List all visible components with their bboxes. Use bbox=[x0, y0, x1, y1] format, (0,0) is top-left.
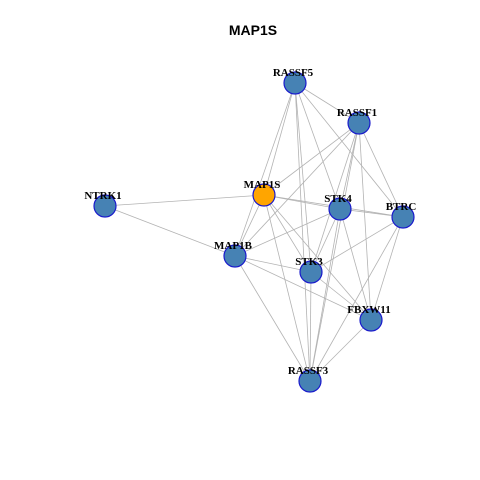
node-circle-rassf5 bbox=[283, 71, 307, 95]
node-circle-stk4 bbox=[328, 197, 352, 221]
edge-stk3-rassf3 bbox=[309, 271, 312, 382]
node-rassf1: RASSF1 bbox=[337, 107, 377, 135]
node-label-rassf1: RASSF1 bbox=[337, 107, 377, 119]
edge-rassf1-fbxw11 bbox=[358, 122, 372, 321]
edge-map1b-stk3 bbox=[234, 255, 312, 273]
edge-ntrk1-map1b bbox=[104, 205, 236, 257]
edge-rassf1-stk4 bbox=[339, 122, 360, 210]
node-circle-btrc bbox=[391, 205, 415, 229]
edge-btrc-fbxw11 bbox=[370, 216, 404, 321]
edge-rassf1-map1b bbox=[234, 122, 360, 257]
edge-map1s-rassf3 bbox=[263, 194, 311, 382]
edge-map1s-stk3 bbox=[263, 194, 312, 273]
node-rassf3: RASSF3 bbox=[288, 365, 329, 393]
node-circle-fbxw11 bbox=[359, 308, 383, 332]
edge-ntrk1-map1s bbox=[104, 194, 265, 207]
edge-stk4-fbxw11 bbox=[339, 208, 372, 321]
edge-fbxw11-rassf3 bbox=[309, 319, 372, 382]
edge-rassf5-rassf3 bbox=[294, 82, 311, 382]
node-circle-map1b bbox=[223, 244, 247, 268]
node-circle-ntrk1 bbox=[93, 194, 117, 218]
edge-rassf5-rassf1 bbox=[294, 82, 360, 124]
edge-map1b-rassf3 bbox=[234, 255, 311, 382]
node-map1b: MAP1B bbox=[214, 240, 253, 268]
node-ntrk1: NTRK1 bbox=[84, 190, 122, 218]
edge-rassf5-btrc bbox=[294, 82, 404, 218]
node-label-stk4: STK4 bbox=[324, 193, 352, 205]
edge-rassf5-stk3 bbox=[294, 82, 312, 273]
graph-title: MAP1S bbox=[229, 22, 277, 38]
edge-rassf5-map1b bbox=[234, 82, 296, 257]
node-map1s: MAP1S bbox=[244, 179, 281, 207]
node-circle-map1s bbox=[252, 183, 276, 207]
edge-rassf1-stk3 bbox=[310, 122, 360, 273]
node-circle-rassf1 bbox=[347, 111, 371, 135]
edge-stk4-map1b bbox=[234, 208, 341, 257]
node-stk3: STK3 bbox=[295, 256, 323, 284]
node-rassf5: RASSF5 bbox=[273, 67, 314, 95]
node-label-stk3: STK3 bbox=[295, 256, 323, 268]
edge-map1b-fbxw11 bbox=[234, 255, 372, 321]
edge-rassf1-btrc bbox=[358, 122, 404, 218]
node-label-fbxw11: FBXW11 bbox=[347, 304, 390, 316]
edge-stk4-rassf3 bbox=[309, 208, 341, 382]
node-fbxw11: FBXW11 bbox=[347, 304, 391, 332]
node-label-rassf3: RASSF3 bbox=[288, 365, 329, 377]
edge-rassf5-stk4 bbox=[294, 82, 341, 210]
edge-btrc-rassf3 bbox=[309, 216, 404, 382]
node-circle-rassf3 bbox=[298, 369, 322, 393]
edge-btrc-stk3 bbox=[310, 216, 404, 273]
node-label-map1s: MAP1S bbox=[244, 179, 281, 191]
node-circle-stk3 bbox=[299, 260, 323, 284]
node-label-ntrk1: NTRK1 bbox=[84, 190, 121, 202]
node-stk4: STK4 bbox=[324, 193, 352, 221]
edge-map1s-rassf1 bbox=[263, 122, 360, 196]
edge-rassf1-rassf3 bbox=[309, 122, 360, 382]
edge-stk3-fbxw11 bbox=[310, 271, 372, 321]
node-label-rassf5: RASSF5 bbox=[273, 67, 314, 79]
node-btrc: BTRC bbox=[386, 201, 417, 229]
node-label-map1b: MAP1B bbox=[214, 240, 253, 252]
node-label-btrc: BTRC bbox=[386, 201, 417, 213]
edge-map1s-rassf5 bbox=[263, 82, 296, 196]
